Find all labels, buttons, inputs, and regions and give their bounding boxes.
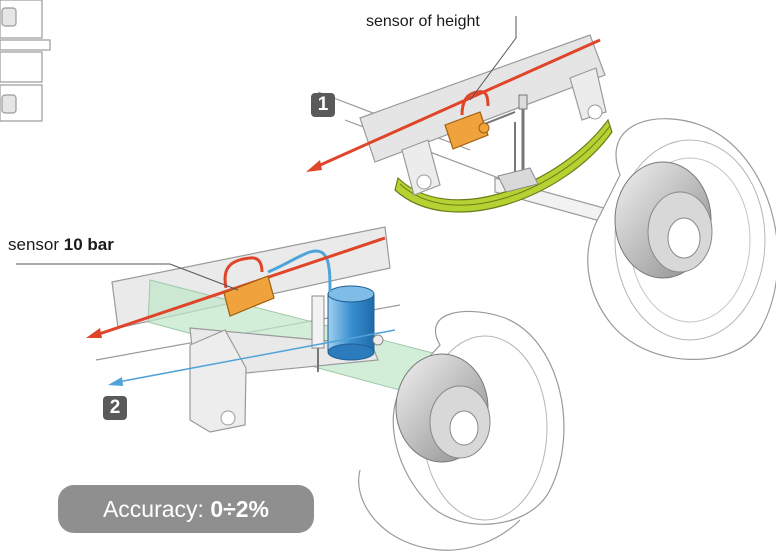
air-bellows: [327, 285, 384, 361]
sensor-pressure-label: sensor 10 bar: [8, 235, 114, 255]
arm-bracket: [189, 329, 247, 433]
wheel-1: [587, 118, 776, 360]
badge-2: 2: [103, 396, 127, 420]
accuracy-prefix: Accuracy:: [102, 496, 204, 522]
system-1: [306, 34, 641, 233]
system-2: [86, 226, 461, 433]
pressure-sensor: [223, 275, 275, 317]
wheel-2: [358, 310, 565, 551]
sensor-height-label: sensor of height: [366, 13, 480, 30]
leader-height: [469, 16, 517, 101]
shock-absorber: [311, 295, 325, 349]
chassis-fragment: [0, 0, 51, 122]
height-sensor: [444, 111, 489, 150]
air-line: [267, 249, 332, 293]
sensor-pressure-prefix: sensor: [8, 235, 60, 254]
badge-1: 1: [311, 93, 335, 117]
accuracy-box: Accuracy: 0÷2%: [58, 485, 314, 533]
sensor-pressure-value: 10 bar: [63, 235, 114, 254]
pressure-line-1: [317, 38, 601, 168]
axle-clamp: [497, 167, 539, 193]
accuracy-value: 0÷2%: [210, 496, 270, 522]
leader-pressure: [16, 263, 239, 291]
